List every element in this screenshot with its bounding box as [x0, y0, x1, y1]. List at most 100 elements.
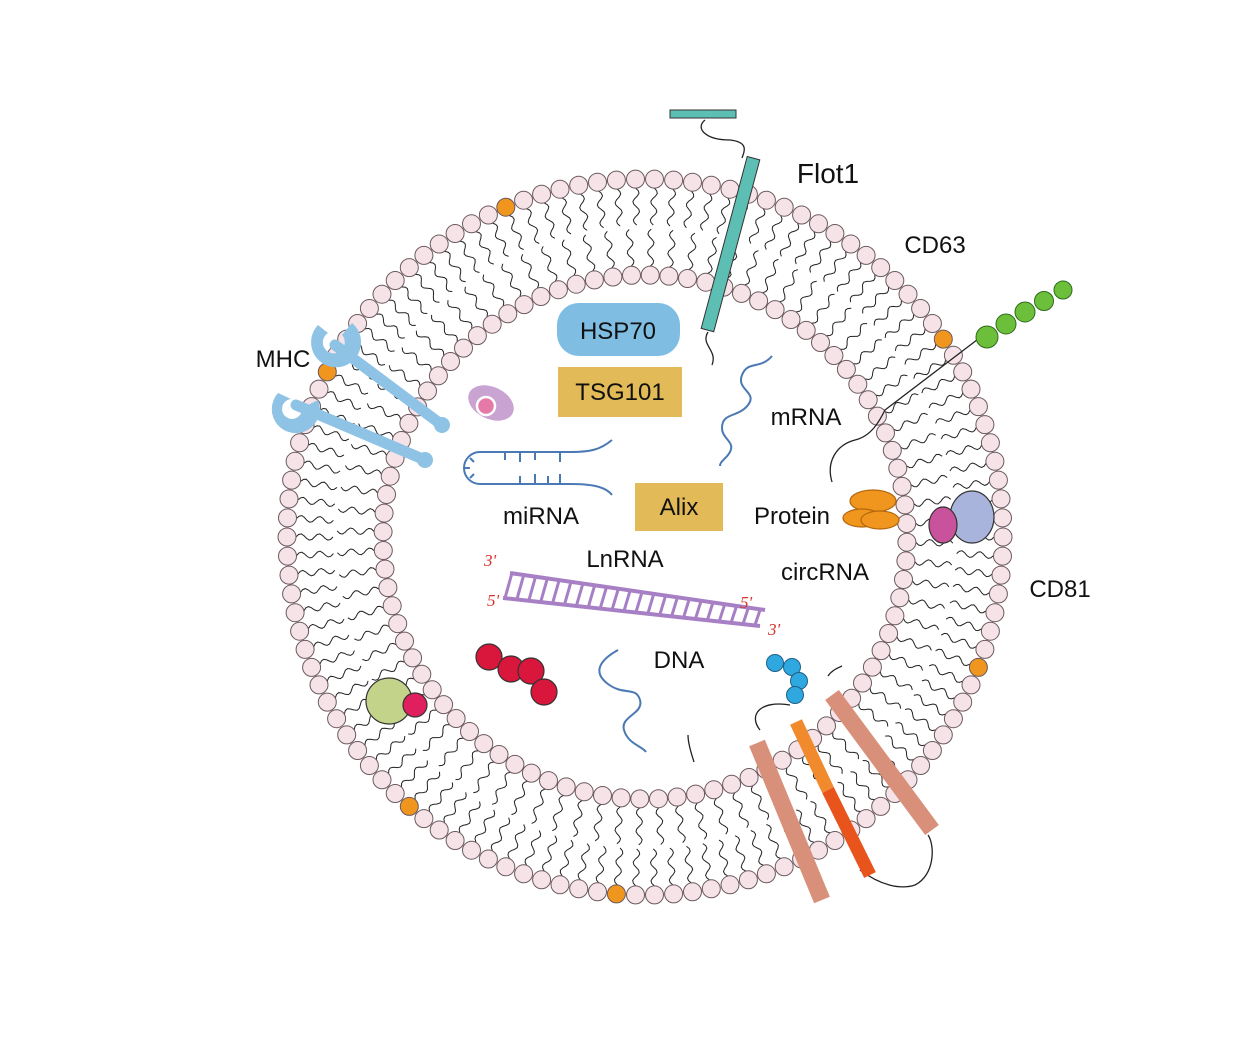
lipid-head	[686, 784, 706, 804]
cd81-complex	[928, 490, 995, 544]
flot1-protein	[669, 109, 761, 366]
lipid-tail	[447, 300, 473, 329]
lipid-tail	[542, 835, 558, 872]
lipid-head	[309, 379, 329, 399]
lipid-tail	[796, 809, 815, 843]
lipid-head	[836, 359, 856, 379]
strand-end-top-right: 5'	[740, 593, 753, 612]
lipid-tail	[336, 527, 375, 535]
red-bead-chain	[475, 643, 558, 706]
lipid-tail	[531, 788, 546, 824]
lipid-head	[858, 390, 878, 410]
lipid-tail	[295, 533, 334, 541]
lipid-head	[911, 299, 931, 318]
lipid-tail	[475, 231, 494, 265]
lipid-head	[991, 489, 1011, 509]
lnrna-rung	[586, 584, 597, 608]
lipid-head	[739, 768, 759, 787]
lipid-head	[645, 169, 664, 189]
lipid-head	[279, 489, 299, 509]
lipid-head	[412, 664, 432, 684]
lipid-head	[756, 864, 776, 884]
lipid-head	[678, 269, 697, 288]
lipid-head	[388, 614, 408, 634]
lipid-tail	[893, 412, 928, 432]
lipid-head	[953, 692, 973, 712]
lipid-head	[985, 451, 1005, 471]
lipid-head	[943, 709, 963, 729]
lipid-head	[645, 885, 664, 905]
lipid-tail	[455, 750, 479, 781]
lipid-head	[373, 522, 393, 542]
lipid-head	[867, 406, 887, 426]
lipid-head	[985, 603, 1005, 623]
lipid-tail	[700, 193, 713, 231]
lipid-tail	[319, 650, 355, 665]
lipid-head	[395, 631, 414, 651]
lipid-head	[975, 639, 995, 659]
lipid-tail	[850, 771, 875, 801]
lipid-head	[720, 875, 740, 895]
lipid-tail	[541, 246, 558, 282]
lipid-tail	[428, 782, 454, 812]
lnrna-label: LnRNA	[586, 546, 663, 573]
lipid-head	[811, 333, 830, 352]
lipid-head	[701, 879, 721, 899]
lipid-tail	[718, 839, 729, 877]
lipid-head	[593, 786, 612, 805]
lipid-tail	[501, 263, 522, 297]
lipid-head	[961, 675, 981, 695]
lipid-head	[825, 224, 845, 243]
lipid-head	[738, 870, 758, 890]
lipid-tail	[415, 273, 440, 303]
mrna-label: mRNA	[771, 404, 842, 431]
lipid-tail	[945, 616, 982, 632]
lipid-tail	[940, 632, 977, 649]
lipid-head	[414, 245, 434, 265]
dna-label: DNA	[654, 647, 705, 674]
lipid-head	[603, 267, 623, 287]
lipid-tail	[552, 794, 564, 832]
lipid-tail	[431, 314, 458, 342]
lipid-tail	[858, 703, 889, 727]
lipid-head	[898, 284, 918, 304]
lipid-head	[574, 782, 594, 802]
lipid-tail	[596, 190, 606, 229]
lipid-tail	[667, 847, 676, 886]
lipid-tail	[376, 313, 405, 339]
mhc-protein	[271, 323, 450, 468]
lipid-head	[890, 588, 910, 608]
lipid-tail	[473, 761, 495, 794]
lipid-head	[327, 709, 347, 729]
circrna-label: circRNA	[781, 559, 869, 586]
lipid-tail	[794, 231, 816, 265]
lipid-tail	[632, 187, 641, 226]
lnrna-rung	[539, 577, 549, 603]
lipid-tail	[511, 780, 528, 816]
lipid-tail	[952, 583, 990, 596]
lipid-tail	[900, 433, 936, 450]
lipid-tail	[713, 798, 729, 835]
lipid-tail	[884, 314, 915, 338]
lipid-tail	[492, 222, 509, 257]
lnrna-rung	[694, 600, 703, 620]
lipid-head	[943, 345, 963, 365]
lipid-tail	[415, 330, 445, 356]
lipid-head	[532, 870, 552, 890]
lipid-head	[993, 527, 1013, 547]
lipid-tail	[313, 634, 350, 647]
loop-strand	[687, 734, 695, 763]
cd63-label: CD63	[904, 232, 965, 259]
lipid-head	[380, 466, 400, 486]
lipid-tail	[809, 241, 832, 273]
lipid-head	[897, 514, 917, 533]
lipid-head	[377, 485, 396, 504]
lipid-tail	[885, 735, 914, 761]
lnrna-rung	[682, 598, 691, 618]
lipid-tail	[388, 365, 421, 387]
lipid-tail	[327, 391, 362, 410]
lipid-head	[626, 169, 645, 189]
lipid-tail	[337, 506, 376, 515]
lipid-head	[482, 314, 502, 334]
